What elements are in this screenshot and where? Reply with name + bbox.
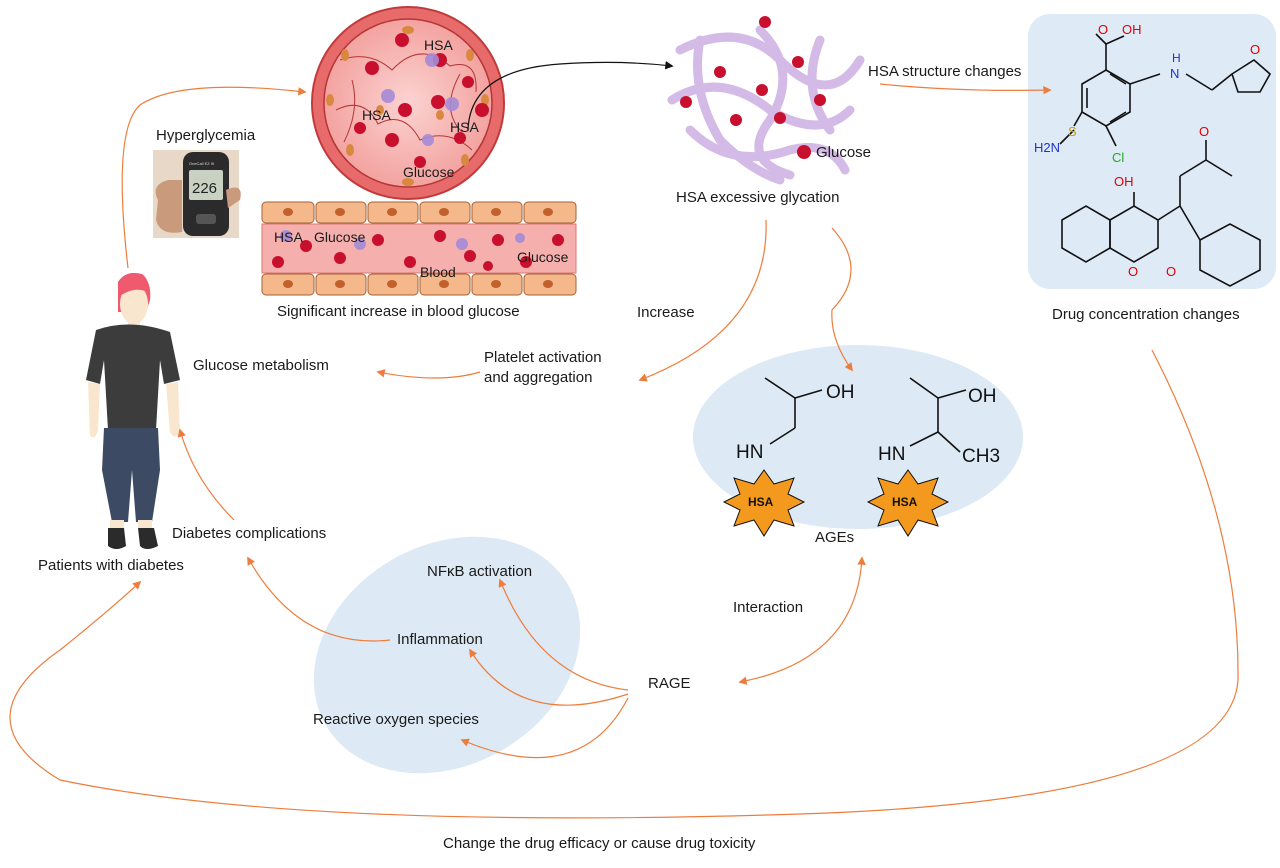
- interaction-label: Interaction: [733, 599, 804, 616]
- rage-label: RAGE: [648, 675, 691, 692]
- nfkb-activation-label: NFκB activation: [427, 563, 533, 580]
- vessel-cross-section: [311, 6, 505, 200]
- tube-label-hsa: HSA: [274, 229, 303, 245]
- age-structure-glycine: [764, 377, 823, 445]
- arrow-patient-to-vessel: [121, 86, 307, 269]
- platelet-activation-label-line2: and aggregation: [484, 369, 593, 386]
- bottom-caption: Change the drug efficacy or cause drug t…: [443, 835, 756, 852]
- increase-label: Increase: [637, 304, 695, 321]
- arrow-platelet-to-metabolism: [376, 369, 481, 379]
- inflammation-label: Inflammation: [397, 631, 483, 648]
- furosemide-h: H: [1172, 51, 1181, 65]
- diabetes-complications-label: Diabetes complications: [172, 525, 327, 542]
- furosemide-n: N: [1170, 66, 1179, 81]
- vessel-label-hsa-top: HSA: [424, 37, 453, 53]
- tube-label-glucose-left: Glucose: [314, 229, 366, 245]
- arrow-structure-to-drug: [879, 83, 1052, 95]
- blood-glucose-increase-label: Significant increase in blood glucose: [277, 303, 520, 320]
- warfarin-ring-o: O: [1128, 264, 1138, 279]
- furosemide-h2n: H2N: [1034, 140, 1060, 155]
- age-structure-alanine: [909, 377, 967, 453]
- arrow-ages-rage-interaction: [738, 556, 866, 685]
- hsa-structure-changes-label: HSA structure changes: [868, 63, 1022, 80]
- ages-label: AGEs: [815, 529, 855, 546]
- hyperglycemia-label: Hyperglycemia: [156, 127, 256, 144]
- warfarin-oh: OH: [1114, 174, 1134, 189]
- glycated-hsa-illustration: [667, 25, 865, 185]
- arrow-rage-to-ros: [460, 697, 629, 759]
- furosemide-structure: [1059, 33, 1272, 147]
- arrow-inflammation-to-complications: [247, 556, 391, 642]
- age-alanine-oh: OH: [968, 386, 997, 407]
- age-glycine-hn: HN: [736, 442, 763, 463]
- vessel-tube: [261, 201, 577, 296]
- hsa-excessive-glycation-label: HSA excessive glycation: [676, 189, 840, 206]
- furosemide-cl: Cl: [1112, 150, 1124, 165]
- hsa-badge-left: HSA: [748, 495, 774, 509]
- hsa-star-right: [866, 469, 950, 537]
- arrow-rage-to-nfkb: [498, 578, 629, 691]
- arrow-complications-to-patient: [177, 428, 235, 521]
- glycation-glucose-dots: [680, 16, 826, 159]
- age-glycine-oh: OH: [826, 382, 855, 403]
- age-alanine-ch3: CH3: [962, 446, 1000, 467]
- vessel-label-hsa-left: HSA: [362, 107, 391, 123]
- arrow-vessel-to-glycation: [467, 61, 674, 131]
- glucometer-brand: OneCall EZ III: [189, 161, 214, 166]
- glucose-metabolism-label: Glucose metabolism: [193, 357, 329, 374]
- tube-label-glucose-right: Glucose: [517, 249, 569, 265]
- furosemide-s: S: [1068, 124, 1077, 139]
- hsa-star-left: [722, 469, 806, 537]
- glycation-glucose-legend: Glucose: [816, 144, 871, 161]
- hsa-badge-right: HSA: [892, 495, 918, 509]
- ages-bubble: [693, 345, 1023, 529]
- reactive-oxygen-species-label: Reactive oxygen species: [313, 711, 479, 728]
- arrow-drug-to-patient-loop: [9, 349, 1239, 819]
- patients-with-diabetes-label: Patients with diabetes: [38, 557, 184, 574]
- furosemide-oh: OH: [1122, 22, 1142, 37]
- furosemide-o: O: [1098, 22, 1108, 37]
- inflammation-bubble: [313, 536, 581, 774]
- platelet-activation-label-line1: Platelet activation: [484, 349, 602, 366]
- vessel-label-glucose: Glucose: [403, 164, 455, 180]
- arrow-glycation-to-ages: [831, 227, 853, 372]
- patient-figure: [86, 273, 180, 549]
- age-alanine-hn: HN: [878, 444, 905, 465]
- drug-panel: [1028, 14, 1276, 289]
- tube-label-blood: Blood: [420, 264, 456, 280]
- drug-concentration-changes-label: Drug concentration changes: [1052, 306, 1240, 323]
- arrow-rage-to-inflammation: [469, 648, 629, 706]
- warfarin-lactone-o: O: [1166, 264, 1176, 279]
- furosemide-ring-o: O: [1250, 42, 1260, 57]
- warfarin-ketone-o: O: [1199, 124, 1209, 139]
- vessel-label-hsa-right: HSA: [450, 119, 479, 135]
- glucometer-icon: [153, 150, 241, 238]
- warfarin-structure: [1061, 140, 1261, 287]
- glucometer-reading: 226: [192, 180, 217, 197]
- arrow-glycation-to-platelet: [638, 219, 767, 382]
